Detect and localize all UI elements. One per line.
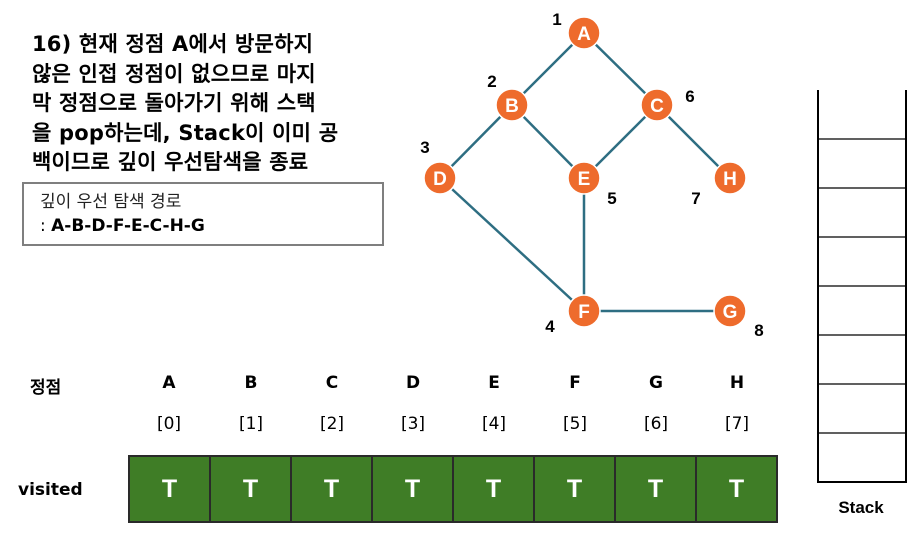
node-label-G: G: [723, 302, 738, 323]
node-E: E: [567, 161, 601, 195]
vertex-index-D: [3]: [400, 414, 426, 434]
visit-order-D: 3: [420, 138, 429, 157]
visited-cell-H: T: [695, 455, 778, 523]
node-label-D: D: [433, 169, 447, 190]
visited-cell-D: T: [371, 455, 454, 523]
vertex-header-B: B: [244, 373, 258, 393]
visit-order-A: 1: [552, 10, 561, 29]
vertex-index-E: [4]: [481, 414, 507, 434]
vertex-header-D: D: [405, 373, 421, 393]
visit-order-H: 7: [691, 189, 700, 208]
node-circle-B: [495, 88, 529, 122]
visit-order-C: 6: [685, 87, 694, 106]
node-label-H: H: [723, 169, 737, 190]
dfs-path-line: : A-B-D-F-E-C-H-G: [40, 214, 382, 238]
node-circle-H: [713, 161, 747, 195]
node-circle-C: [640, 88, 674, 122]
node-circle-A: [567, 16, 601, 50]
node-G: G: [713, 294, 747, 328]
edge-B-D: [439, 104, 513, 179]
edge-B-E: [511, 104, 585, 179]
edge-A-C: [583, 32, 658, 106]
node-circle-E: [567, 161, 601, 195]
vertex-index-A: [0]: [156, 414, 182, 434]
visit-order-B: 2: [487, 72, 496, 91]
description-line-2: 않은 인접 정점이 없으므로 마지: [32, 61, 316, 86]
vertex-row-label: 정점: [30, 378, 62, 398]
edge-C-H: [656, 104, 731, 179]
edge-A-B: [511, 32, 585, 106]
edge-C-E: [583, 104, 658, 179]
stack-label: Stack: [838, 498, 884, 517]
node-F: F: [567, 294, 601, 328]
node-D: D: [423, 161, 457, 195]
step-description: 16) 현재 정점 A에서 방문하지 않은 인접 정점이 없으므로 마지 막 정…: [32, 30, 392, 178]
graph-edges: [439, 32, 731, 313]
visited-cell-F: T: [533, 455, 616, 523]
visited-cell-B: T: [209, 455, 292, 523]
dfs-path-prefix: :: [40, 216, 52, 236]
node-label-E: E: [578, 169, 591, 190]
node-C: C: [640, 88, 674, 122]
vertex-header-G: G: [649, 373, 663, 393]
node-circle-D: [423, 161, 457, 195]
vertex-index-B: [1]: [238, 414, 264, 434]
visit-order-G: 8: [754, 321, 763, 340]
vertex-index-C: [2]: [319, 414, 345, 434]
vertex-header-H: H: [729, 373, 745, 393]
vertex-index-F: [5]: [562, 414, 588, 434]
vertex-header-F: F: [569, 373, 581, 393]
visited-cell-A: T: [128, 455, 211, 523]
vertex-index-G: [6]: [643, 414, 669, 434]
vertex-header-E: E: [488, 373, 500, 393]
visited-cell-G: T: [614, 455, 697, 523]
node-H: H: [713, 161, 747, 195]
vertex-header-A: A: [162, 373, 176, 393]
visited-cell-E: T: [452, 455, 535, 523]
node-circle-G: [713, 294, 747, 328]
node-label-A: A: [577, 24, 591, 45]
node-A: A: [567, 16, 601, 50]
description-line-4: 을 pop하는데, Stack이 이미 공: [32, 120, 339, 145]
description-line-1: 16) 현재 정점 A에서 방문하지: [32, 32, 314, 56]
description-line-3: 막 정점으로 돌아가기 위해 스택: [32, 91, 316, 115]
visited-row-label: visited: [18, 480, 83, 500]
dfs-path-title: 깊이 우선 탐색 경로: [40, 192, 182, 212]
node-label-C: C: [650, 96, 664, 117]
node-label-F: F: [578, 302, 590, 323]
vertex-index-H: [7]: [724, 414, 750, 434]
node-B: B: [495, 88, 529, 122]
stack-container: [817, 90, 907, 483]
dfs-path-box: 깊이 우선 탐색 경로 : A-B-D-F-E-C-H-G: [22, 182, 384, 246]
description-line-5: 백이므로 깊이 우선탐색을 종료: [32, 150, 309, 174]
visited-cell-C: T: [290, 455, 373, 523]
visit-order-F: 4: [545, 317, 555, 336]
node-circle-F: [567, 294, 601, 328]
vertex-header-C: C: [325, 373, 339, 393]
visit-order-E: 5: [607, 189, 616, 208]
dfs-path-value: A-B-D-F-E-C-H-G: [51, 216, 205, 236]
node-label-B: B: [505, 96, 519, 117]
edge-D-F: [439, 177, 585, 312]
